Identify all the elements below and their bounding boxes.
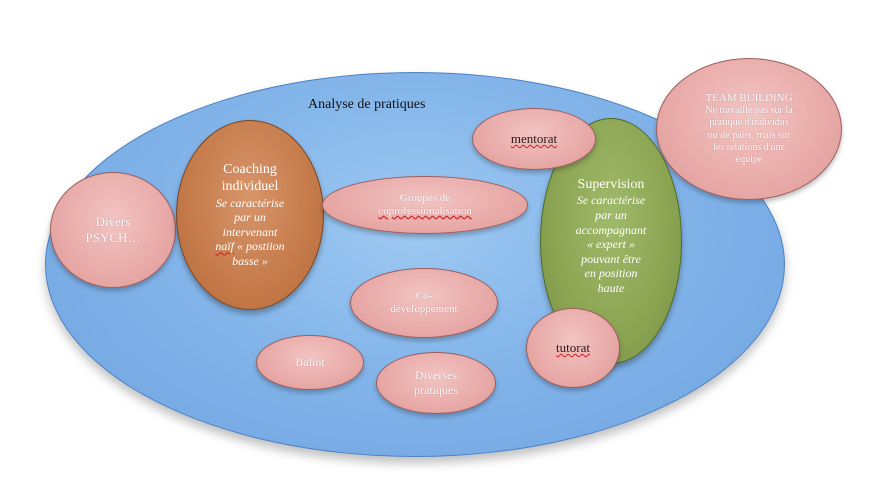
groupes-label-line2: coprofessionalisation	[378, 205, 472, 217]
co-developpement-bubble: Co- développement	[350, 268, 498, 338]
team-building-title: TEAM BUILDING	[705, 91, 793, 104]
team-building-description: Ne travaille pas sur la pratique d'indiv…	[705, 105, 793, 165]
coaching-description-end: « postiion basse »	[232, 239, 285, 269]
divers-psych-label: Divers PSYCH…	[85, 214, 141, 245]
coaching-title: Coaching individuel	[221, 162, 279, 195]
analyse-de-pratiques-title: Analyse de pratiques	[308, 97, 426, 112]
team-building-bubble: TEAM BUILDING Ne travaille pas sur la pr…	[656, 58, 842, 200]
groupes-label-line1: Groupes de	[399, 191, 451, 204]
supervision-description: Se caractérise par un accompagnant « exp…	[575, 193, 647, 296]
balint-label: Balint	[295, 355, 325, 370]
supervision-title: Supervision	[577, 177, 645, 193]
tutorat-label: tutorat	[556, 340, 590, 356]
groupes-coprofessionalisation-bubble: Groupes de coprofessionalisation	[322, 176, 528, 234]
coaching-description-marked-word: naïf	[215, 239, 234, 254]
mentorat-label: mentorat	[510, 131, 558, 147]
tutorat-bubble: tutorat	[526, 308, 620, 388]
co-developpement-label: Co- développement	[390, 289, 458, 315]
coaching-individuel-ellipse: Coaching individuel Se caractérise par u…	[176, 120, 324, 310]
mentorat-bubble: mentorat	[472, 108, 596, 170]
divers-psych-bubble: Divers PSYCH…	[50, 172, 176, 288]
diverses-pratiques-label: Diverses pratiques	[414, 368, 458, 397]
diverses-pratiques-bubble: Diverses pratiques	[376, 352, 496, 414]
coaching-description-start: Se caractérise par un intervenant	[215, 195, 285, 239]
balint-bubble: Balint	[256, 335, 364, 390]
coaching-description: Se caractérise par un intervenant naïf «…	[215, 196, 284, 269]
